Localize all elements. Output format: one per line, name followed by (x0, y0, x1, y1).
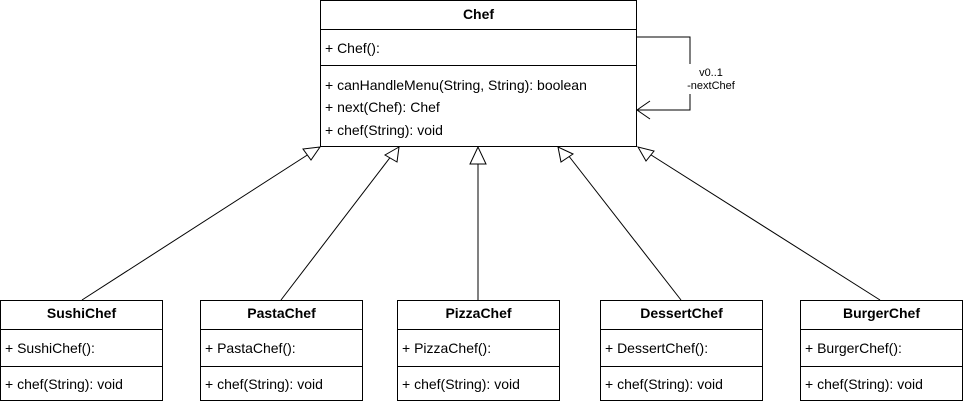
inheritance-line-burgerchef (647, 152, 881, 301)
divider (601, 329, 762, 330)
class-name: PizzaChef (445, 305, 512, 321)
divider (201, 329, 362, 330)
method: + chef(String): void (325, 122, 443, 138)
constructor: + DessertChef(): (605, 340, 709, 356)
constructor: + SushiChef(): (5, 340, 95, 356)
class-name: Chef (462, 6, 495, 22)
class-chef[interactable]: Chef + Chef(): + canHandleMenu(String, S… (320, 0, 637, 147)
divider (398, 366, 559, 367)
inheritance-arrowhead-pizzachef (469, 145, 487, 165)
inheritance-line-sushichef (81, 151, 313, 301)
constructor: + BurgerChef(): (805, 340, 902, 356)
constructor: + PizzaChef(): (402, 340, 492, 356)
divider (601, 366, 762, 367)
inheritance-arrowhead-burgerchef (636, 146, 655, 162)
class-name: PastaChef (247, 305, 316, 321)
divider (801, 366, 962, 367)
role-label: -nextChef (687, 80, 735, 92)
self-association-arrowhead (636, 100, 651, 120)
class-name: BurgerChef (842, 305, 920, 321)
divider (398, 329, 559, 330)
class-pastachef[interactable]: PastaChef + PastaChef(): + chef(String):… (200, 300, 363, 401)
divider (801, 329, 962, 330)
method: + next(Chef): Chef (325, 99, 440, 115)
method: + chef(String): void (402, 376, 520, 392)
inheritance-arrowhead-pastachef (384, 146, 400, 163)
class-dessertchef[interactable]: DessertChef + DessertChef(): + chef(Stri… (600, 300, 763, 401)
inheritance-line-dessertchef (567, 154, 682, 301)
inheritance-arrowhead-dessertchef (557, 146, 575, 163)
class-burgerchef[interactable]: BurgerChef + BurgerChef(): + chef(String… (800, 300, 963, 401)
class-pizzachef[interactable]: PizzaChef + PizzaChef(): + chef(String):… (397, 300, 560, 401)
divider (321, 29, 636, 30)
method: + chef(String): void (805, 376, 923, 392)
method: + chef(String): void (5, 376, 123, 392)
inheritance-arrowhead-sushichef (302, 146, 322, 161)
class-name: DessertChef (640, 305, 723, 321)
divider (321, 65, 636, 66)
method: + chef(String): void (605, 376, 723, 392)
class-name: SushiChef (46, 305, 117, 321)
method: + canHandleMenu(String, String): boolean (325, 77, 587, 93)
inheritance-line-pastachef (280, 154, 393, 301)
divider (1, 329, 162, 330)
method: + chef(String): void (205, 376, 323, 392)
self-association-label: v0..1 -nextChef (682, 67, 740, 93)
constructor: + Chef(): (325, 40, 380, 56)
divider (201, 366, 362, 367)
multiplicity-label: v0..1 (699, 67, 723, 79)
class-sushichef[interactable]: SushiChef + SushiChef(): + chef(String):… (0, 300, 163, 401)
divider (1, 366, 162, 367)
constructor: + PastaChef(): (205, 340, 296, 356)
